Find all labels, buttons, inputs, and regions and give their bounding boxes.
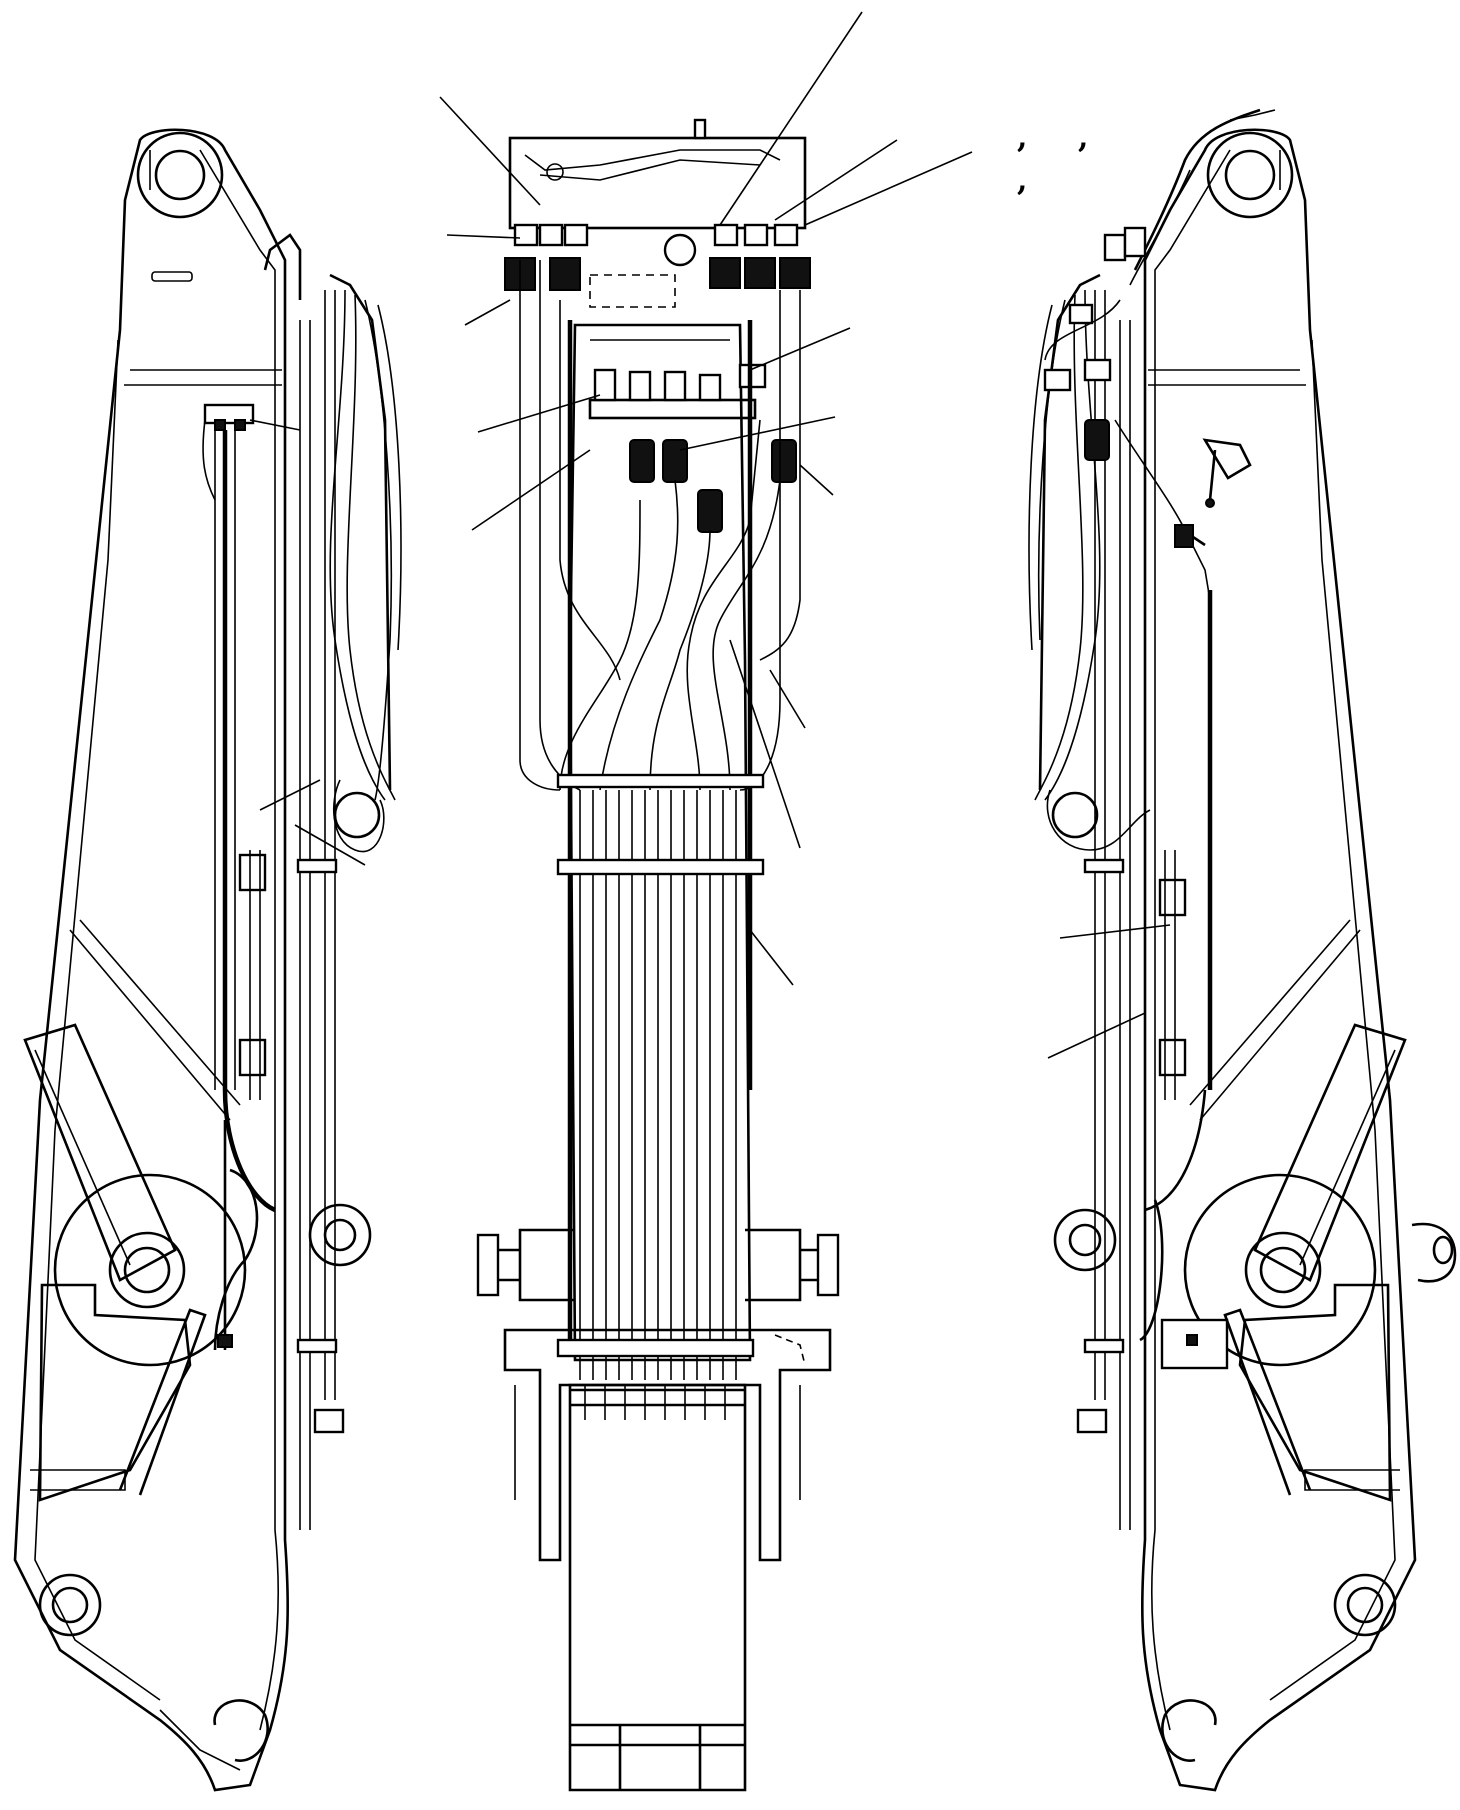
top-view-trunnion-right bbox=[745, 1228, 802, 1302]
left-pivot-drum bbox=[53, 1173, 247, 1367]
right-lower-bracket bbox=[1238, 1283, 1392, 1502]
mark-1: , bbox=[1017, 120, 1027, 155]
left-bottom-pin bbox=[38, 1573, 102, 1637]
left-boom-outline bbox=[13, 128, 290, 1792]
left-lower-bracket bbox=[38, 1283, 192, 1502]
left-side-view bbox=[13, 128, 402, 1792]
right-leader-line-2 bbox=[1047, 1012, 1146, 1059]
top-view bbox=[439, 11, 973, 1792]
right-side-view bbox=[1028, 108, 1457, 1792]
right-pivot-drum bbox=[1183, 1173, 1377, 1367]
right-pivot-pin bbox=[1244, 1231, 1322, 1309]
right-boom-outline bbox=[1140, 128, 1417, 1792]
top-view-manifold bbox=[588, 398, 757, 420]
top-view-tube-bundle bbox=[519, 260, 801, 1380]
left-bold-hose bbox=[222, 430, 276, 1213]
top-view-base-frame bbox=[503, 1328, 832, 1562]
right-bottom-pin bbox=[1333, 1573, 1397, 1637]
left-leader-line bbox=[294, 824, 366, 866]
top-view-trunnion-left bbox=[518, 1228, 575, 1302]
left-top-pin-inner bbox=[154, 149, 206, 201]
left-pivot-pin bbox=[108, 1231, 186, 1309]
top-fittings bbox=[504, 223, 811, 291]
top-view-lower-body bbox=[568, 1383, 747, 1792]
right-top-pin-outer bbox=[1206, 131, 1294, 219]
right-leader-line-1 bbox=[1059, 924, 1171, 939]
right-junction-box bbox=[1160, 1318, 1229, 1370]
top-view-leader-lines bbox=[439, 11, 973, 986]
right-link-arm bbox=[1253, 1023, 1407, 1282]
mark-3: , bbox=[1017, 163, 1027, 198]
mark-2: , bbox=[1078, 120, 1088, 155]
right-top-pin-inner bbox=[1224, 149, 1276, 201]
top-view-head-plate bbox=[508, 136, 807, 230]
callout-marks: , , , bbox=[1017, 120, 1088, 198]
left-link-arm bbox=[23, 1023, 177, 1282]
left-top-pin-outer bbox=[136, 131, 224, 219]
